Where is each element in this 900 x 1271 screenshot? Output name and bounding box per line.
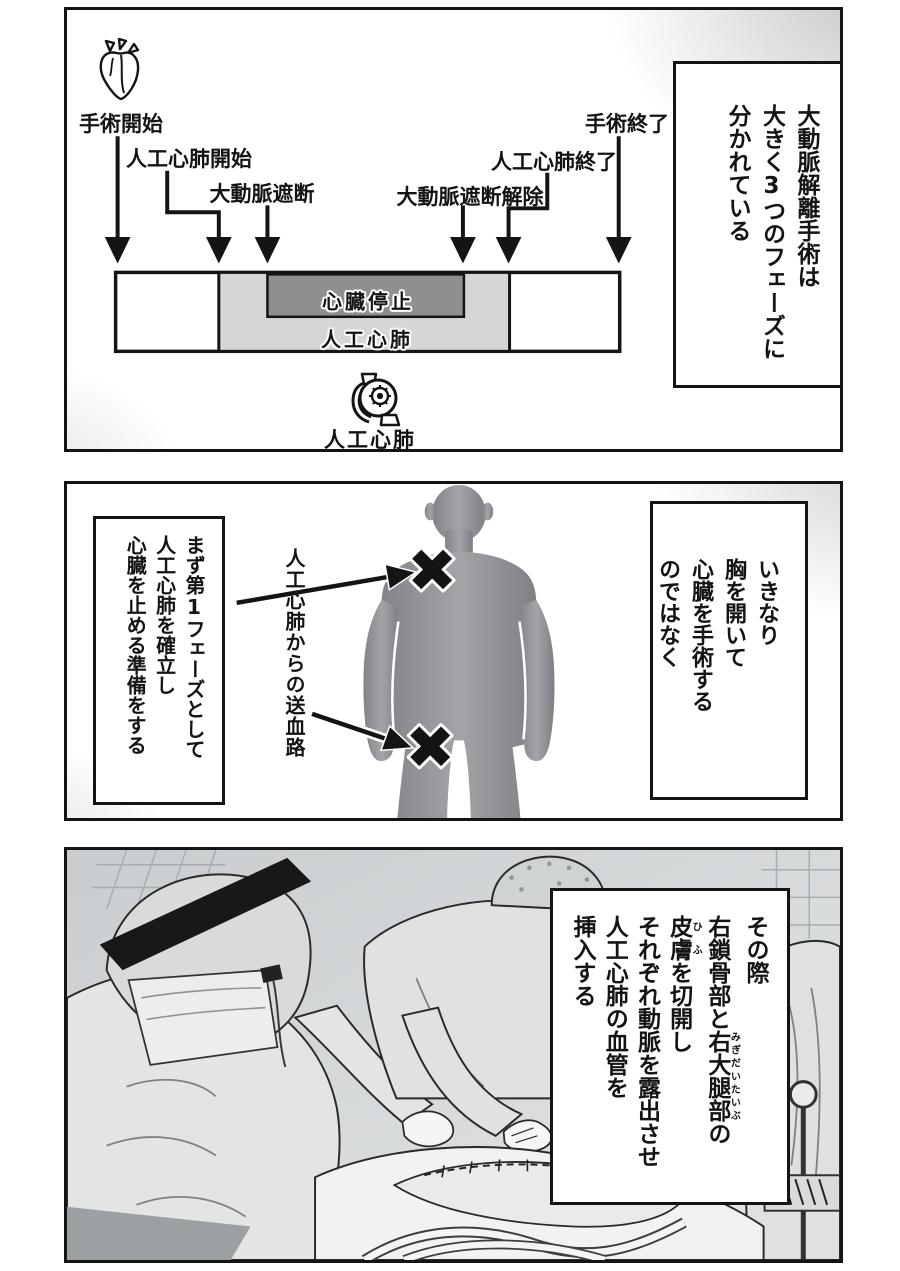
text-line: 心臓を手術する — [688, 558, 713, 712]
bypass-tubing — [361, 1217, 687, 1260]
narration-box-incision: その際右鎖骨部と右大腿部みぎだいたいぶの皮膚ひふを切開しそれぞれ動脈を露出させ人… — [550, 888, 790, 1205]
bar-label-cardiac-arrest: 心臓停止 — [322, 289, 414, 314]
timeline-label-bypass-start: 人工心肺開始 — [126, 147, 252, 171]
panel-cannulation-sites: 人工心肺からの送血路 まず第1フェーズとして人工心肺を確立し心臓を止める準備をす… — [64, 481, 843, 821]
narration-box-phases: 大動脈解離手術は大きく3つのフェーズに分かれている — [673, 61, 840, 388]
text-line: 人工心肺を確立し — [152, 535, 177, 695]
phase-bar — [113, 270, 622, 354]
text-line: 人工心肺からの送血路 — [282, 548, 306, 758]
bar-label-bypass: 人工心肺 — [321, 327, 413, 352]
timeline-label-surgery-start: 手術開始 — [79, 112, 163, 136]
text-line: 人工心肺の血管を — [601, 915, 628, 1099]
narration-box-phase1: まず第1フェーズとして人工心肺を確立し心臓を止める準備をする — [93, 516, 225, 805]
timeline-arrows — [104, 136, 632, 264]
text-line: 大きく3つのフェーズに — [758, 104, 785, 360]
text-line: 挿入する — [569, 915, 596, 1007]
timeline-label-bypass-end: 人工心肺終了 — [491, 150, 617, 174]
table-edge — [67, 1206, 251, 1260]
text-line: のではなく — [655, 558, 680, 668]
text-line: まず第1フェーズとして — [182, 535, 206, 759]
timeline-label-clamp-release: 大動脈遮断解除 — [396, 185, 544, 209]
x-mark-right-clavicle-icon — [408, 546, 456, 593]
silhouette-contours — [391, 621, 527, 740]
panel-surgery-timeline: 手術開始 人工心肺開始 大動脈遮断 大動脈遮断解除 人工心肺終了 手術終了 心臓… — [64, 7, 843, 452]
x-mark-right-groin-icon — [406, 723, 454, 770]
timeline-diagram — [104, 136, 632, 354]
text-line: 大動脈解離手術は — [793, 104, 819, 288]
text-line: 心臓を止める準備をする — [123, 535, 148, 755]
text-line: それぞれ動脈を露出させ — [633, 915, 660, 1168]
text-line: 右鎖骨部と右大腿部みぎだいたいぶの — [703, 915, 740, 1145]
panel-operating-room: その際右鎖骨部と右大腿部みぎだいたいぶの皮膚ひふを切開しそれぞれ動脈を露出させ人… — [64, 847, 843, 1263]
text-line: いきなり — [754, 558, 779, 646]
body-silhouette — [363, 484, 555, 818]
pump-caption: 人工心肺 — [324, 428, 416, 452]
text-line: その際 — [742, 915, 768, 984]
annotation-blood-supply-route: 人工心肺からの送血路 — [273, 548, 315, 792]
text-line: 分かれている — [724, 104, 750, 242]
cannulation-arrows — [235, 563, 418, 752]
body-silhouette-diagram — [235, 484, 555, 818]
anatomical-heart-icon — [99, 38, 140, 101]
timeline-label-surgery-end: 手術終了 — [585, 112, 669, 136]
timeline-label-aortic-clamp: 大動脈遮断 — [209, 182, 315, 206]
narration-box-not-open-chest: いきなり胸を開いて心臓を手術するのではなく — [650, 501, 808, 800]
text-line: 皮膚ひふを切開し — [665, 915, 702, 1053]
heart-lung-machine-pump-icon — [351, 372, 401, 427]
text-line: 胸を開いて — [721, 558, 746, 668]
